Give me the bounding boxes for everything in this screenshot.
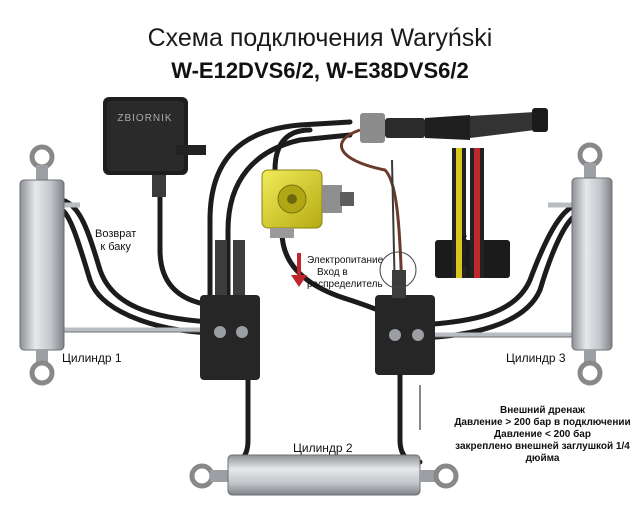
drain-line4: закреплено внешней заглушкой 1/4 дюйма [455,441,630,464]
joystick [360,108,548,143]
return-to-tank-line2: к баку [100,241,131,253]
hose-pump-to-valve1-b [225,132,353,303]
cylinder-2-label: Цилиндр 2 [293,441,353,455]
hose-cyl2-right [397,357,423,465]
return-to-tank-line1: Возврат [95,228,137,240]
cylinder-3-label: Цилиндр 3 [506,351,566,365]
cylinder-1 [19,144,65,386]
power-arrow [291,253,307,287]
cable-detail: NEUTRAL [435,148,510,278]
power-line2: Вход в [317,267,348,278]
tank: ZBIORNIK [103,97,206,197]
external-drain-label: Внешний дренаж Давление > 200 бар в подк… [450,405,635,465]
cylinder-1-label: Цилиндр 1 [62,351,122,365]
pump [261,169,354,238]
hose-tank-return [157,192,213,308]
hose-cyl1-top [59,197,213,325]
hose-cyl1-top-b [59,207,213,336]
cylinder-3 [571,142,613,386]
drain-line3: Давление < 200 бар [494,429,591,440]
diagram-title: Схема подключения Waryński [147,24,493,52]
return-to-tank-label: Возврат к баку [95,228,136,254]
power-line1: Электропитание [307,255,384,266]
drain-line2: Давление > 200 бар в подключении [454,417,631,428]
steel-pipes [60,202,576,338]
power-input-label: Электропитание Вход в распределитель [307,255,383,291]
cylinder-2 [189,454,459,496]
diagram-subtitle: W-E12DVS6/2, W-E38DVS6/2 [171,58,469,83]
valve-block-right [375,270,435,375]
power-line3: распределитель [307,279,383,290]
tank-label: ZBIORNIK [117,113,172,124]
drain-line1: Внешний дренаж [500,405,585,416]
neutral-label: NEUTRAL [460,235,467,268]
connector-highlight [379,251,417,289]
hose-pump-to-valve1 [207,119,353,303]
valve-block-left [200,240,260,380]
hose-cyl3-top [417,202,579,328]
hose-pump-top [272,127,313,173]
